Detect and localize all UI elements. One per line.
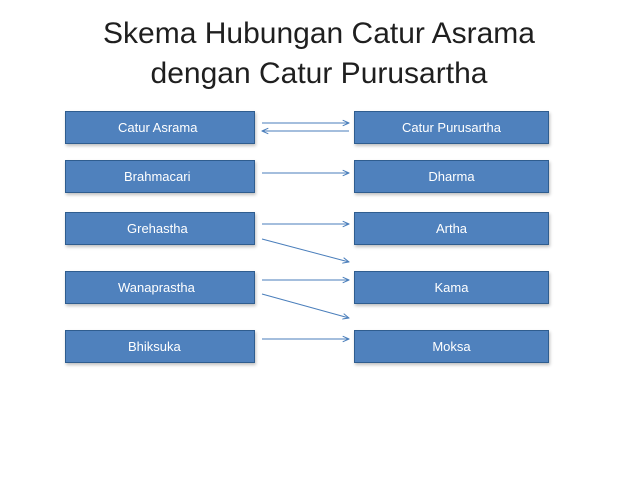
box-bhiksuka: Bhiksuka xyxy=(65,330,255,363)
box-kama: Kama xyxy=(354,271,549,304)
box-label: Dharma xyxy=(428,169,475,184)
title-line-2: dengan Catur Purusartha xyxy=(150,57,488,90)
box-grehastha: Grehastha xyxy=(65,212,255,245)
box-wanaprastha: Wanaprastha xyxy=(65,271,255,304)
box-dharma: Dharma xyxy=(354,160,549,193)
box-label: Kama xyxy=(434,280,469,295)
box-label: Moksa xyxy=(432,339,471,354)
box-label: Bhiksuka xyxy=(128,339,181,354)
box-catur-purusartha: Catur Purusartha xyxy=(354,111,549,144)
box-label: Grehastha xyxy=(127,221,188,236)
box-artha: Artha xyxy=(354,212,549,245)
box-catur-asrama: Catur Asrama xyxy=(65,111,255,144)
box-label: Catur Purusartha xyxy=(402,120,501,135)
box-label: Catur Asrama xyxy=(118,120,198,135)
box-moksa: Moksa xyxy=(354,330,549,363)
box-label: Artha xyxy=(435,221,468,236)
arrow-grehastha-to-kama xyxy=(261,238,349,262)
box-label: Brahmacari xyxy=(124,169,191,184)
page-title: Skema Hubungan Catur Asrama dengan Catur… xyxy=(0,14,638,94)
box-label: Wanaprastha xyxy=(118,280,195,295)
arrow-wanaprastha-to-moksa xyxy=(261,293,349,318)
box-brahmacari: Brahmacari xyxy=(65,160,255,193)
title-line-1: Skema Hubungan Catur Asrama xyxy=(103,17,535,50)
